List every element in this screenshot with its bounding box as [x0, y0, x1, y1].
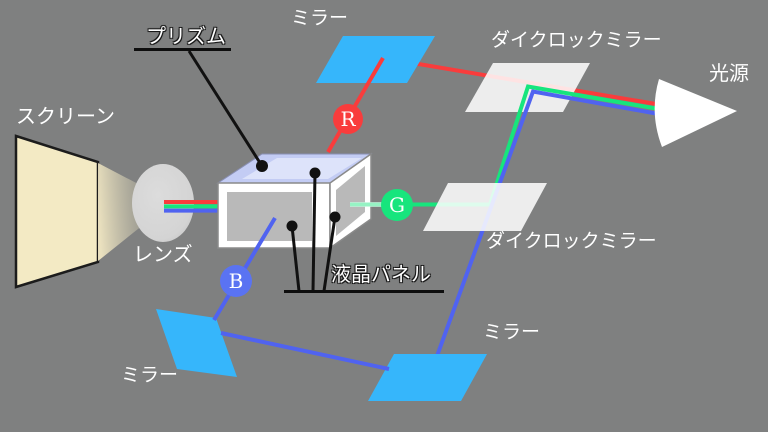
- prism-underline: [134, 48, 231, 51]
- mirror-bottom-right-shape: [368, 354, 487, 401]
- label-mirror-top: ミラー: [291, 7, 349, 29]
- label-lcd-panel: 液晶パネル: [331, 262, 431, 286]
- lcd-panel-right: [336, 166, 365, 236]
- beam-blue-path: [435, 89, 657, 357]
- blue-beam-marker: B: [220, 265, 252, 297]
- prism-top-inner: [242, 158, 362, 179]
- projection-cone: [98, 163, 163, 261]
- green-beam-marker: G: [381, 189, 413, 221]
- lcd-pointer-dot-2: [309, 167, 321, 179]
- label-mirror-bottom-left: ミラー: [121, 364, 179, 386]
- label-light-source: 光源: [709, 61, 749, 85]
- lcd-pointer-line-2: [311, 172, 317, 292]
- mirror-bottom-left-shape: [156, 309, 237, 377]
- screen-shape: [14, 134, 100, 289]
- red-beam-marker: R: [333, 104, 363, 134]
- beam-green-path: [350, 84, 657, 207]
- beam-red-to-prism: [326, 56, 385, 154]
- light-source-shape: [654, 79, 737, 147]
- dichroic-mirror-middle: [423, 183, 547, 231]
- lcd-panel-underline: [284, 290, 444, 293]
- mirror-top-shape: [316, 36, 435, 83]
- lcd-panel-front: [227, 192, 312, 241]
- label-prism: プリズム: [146, 24, 226, 48]
- lcd-pointer-dot-3: [329, 211, 341, 223]
- prism-pointer-line: [187, 50, 264, 167]
- lcd-pointer-line-1: [290, 225, 301, 292]
- label-dichroic-top: ダイクロックミラー: [491, 29, 662, 51]
- label-mirror-right: ミラー: [483, 321, 541, 343]
- label-lens: レンズ: [133, 242, 193, 266]
- lcd-pointer-dot-1: [286, 220, 298, 232]
- label-screen: スクリーン: [16, 104, 115, 128]
- lens-shape: [132, 164, 194, 242]
- label-dichroic-middle: ダイクロックミラー: [486, 230, 657, 252]
- prism-pointer-dot: [256, 160, 268, 172]
- beam-blue-bottom: [220, 331, 390, 371]
- lcd-pointer-line-3: [322, 216, 337, 292]
